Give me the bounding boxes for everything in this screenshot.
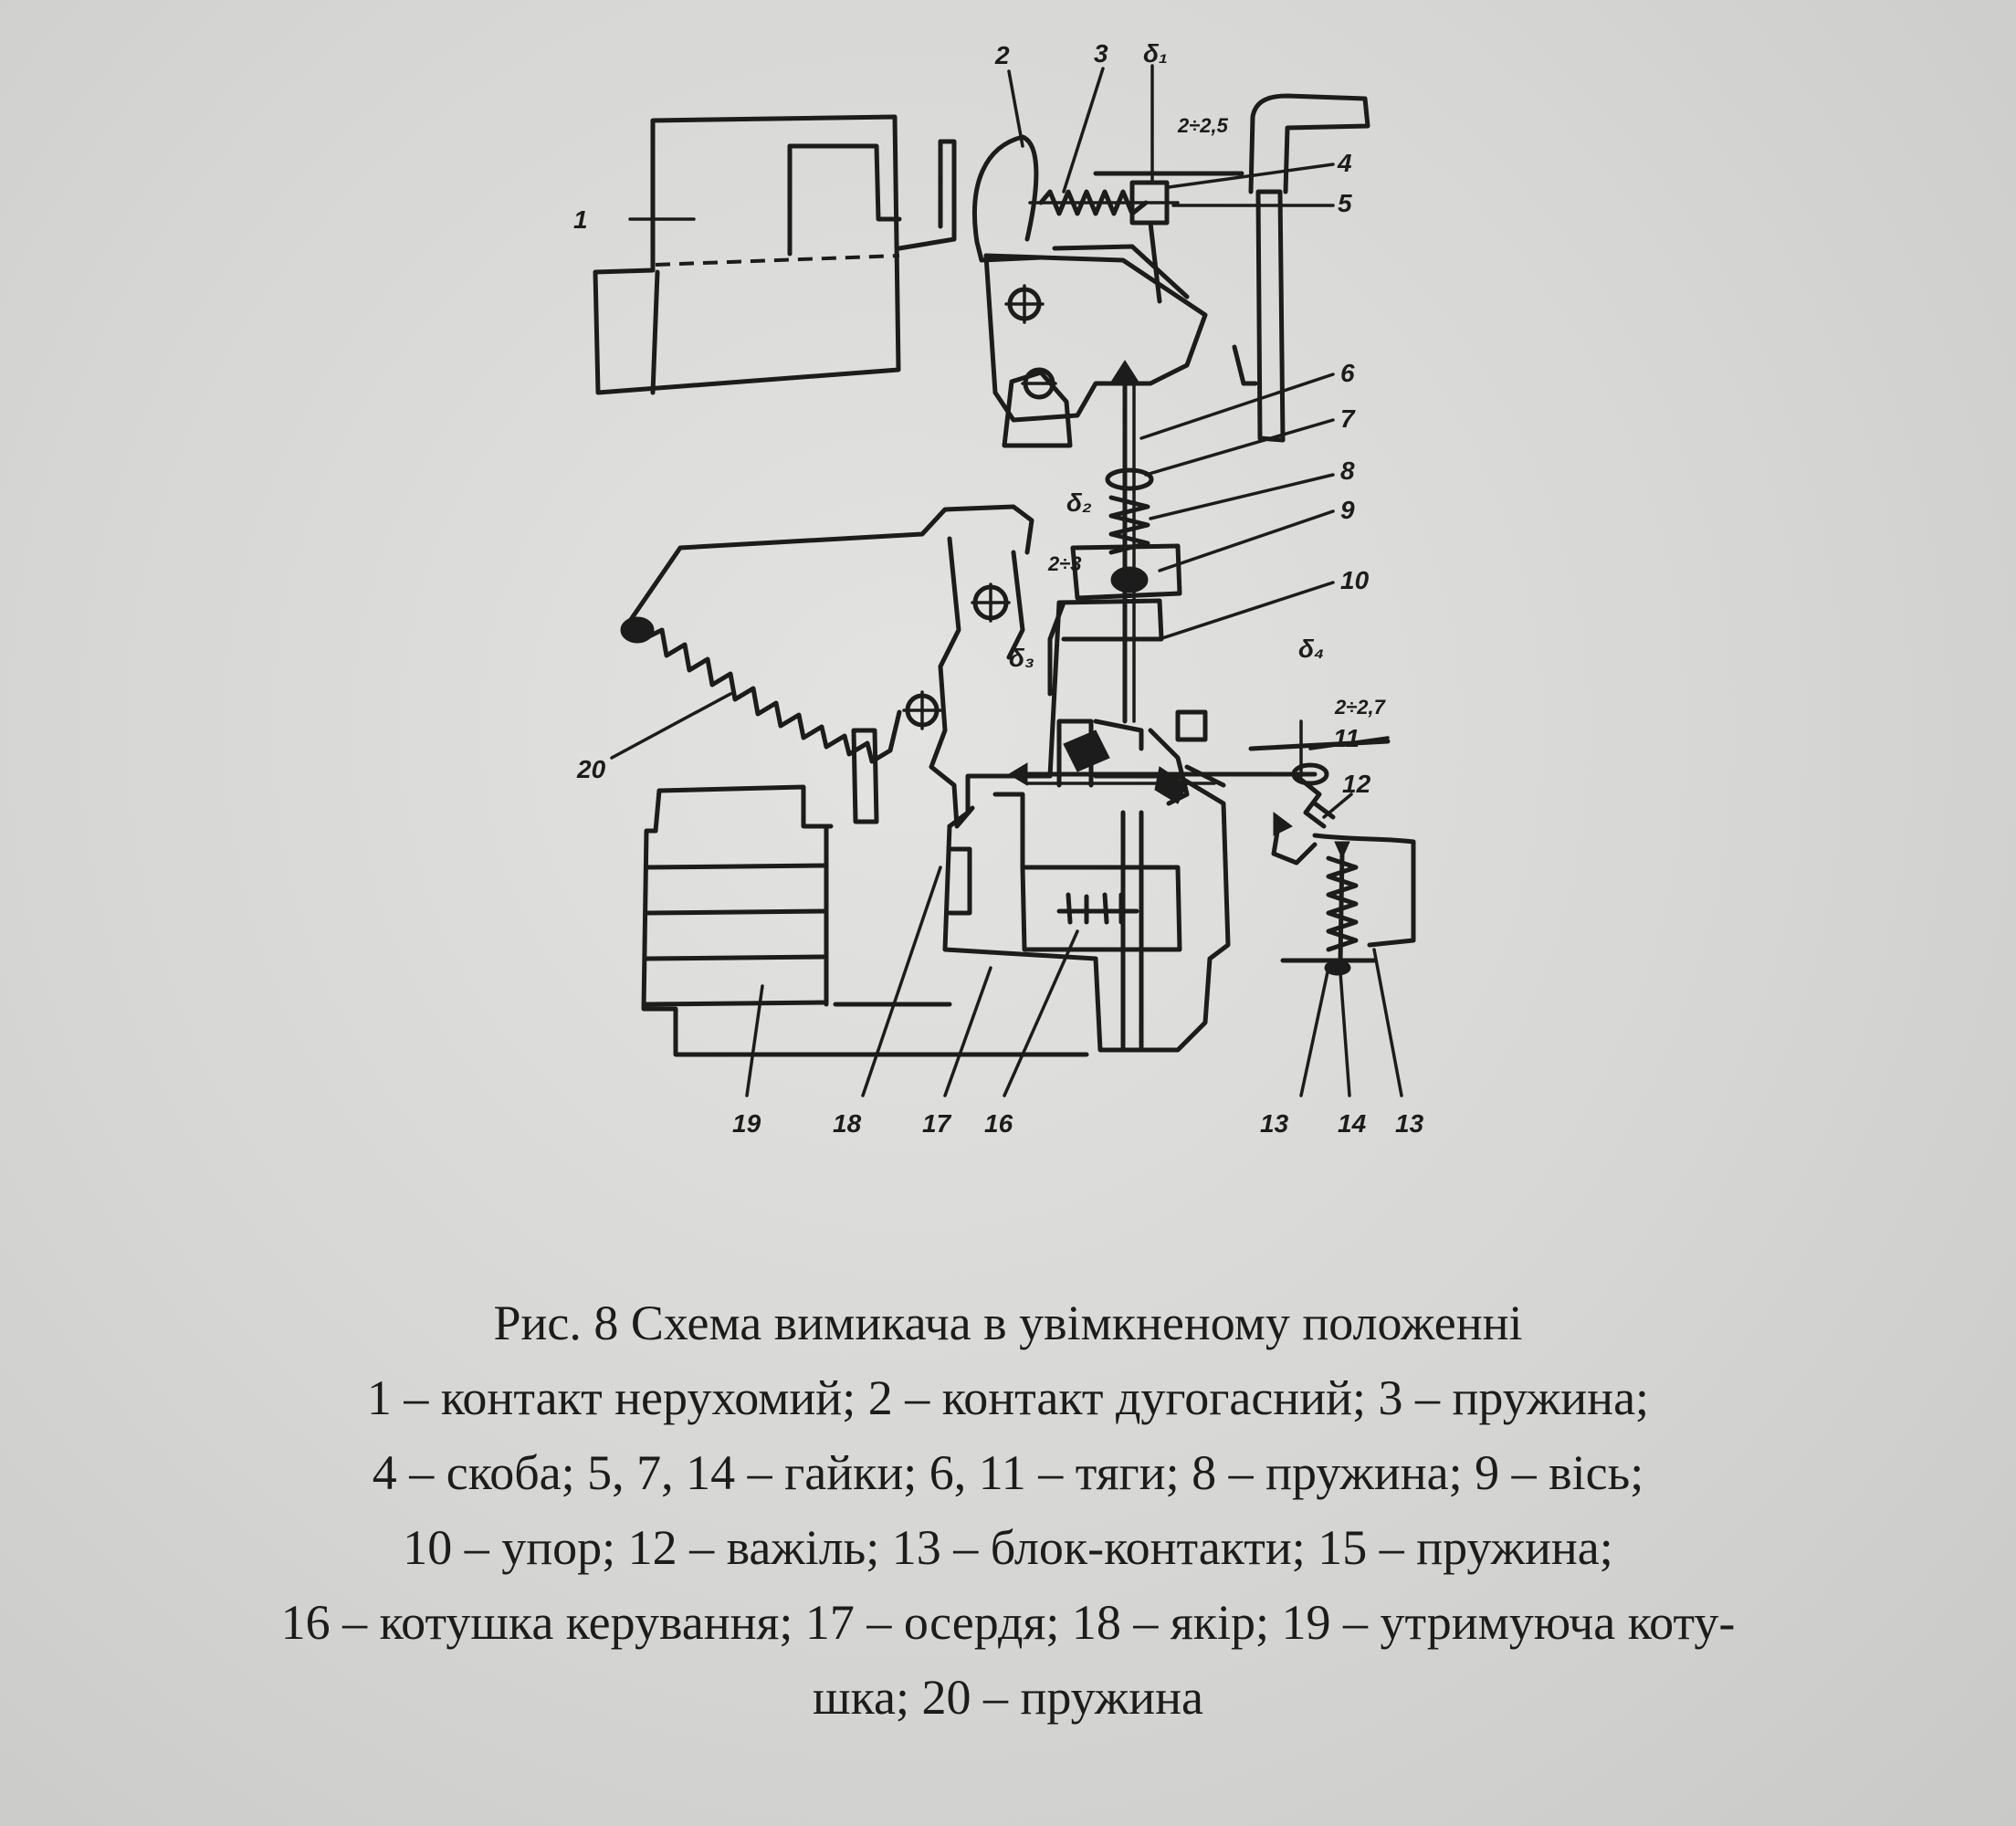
label-14: 14 bbox=[1338, 1109, 1367, 1138]
caption-legend-line-4: 16 – котушка керування; 17 – осердя; 18 … bbox=[280, 1595, 1736, 1650]
upper-lever-plate bbox=[983, 244, 1208, 448]
label-13a: 13 bbox=[1260, 1109, 1289, 1138]
caption-title: Рис. 8 Схема вимикача в увімкненому поло… bbox=[493, 1296, 1523, 1350]
lever-arm-20 bbox=[620, 504, 1034, 770]
central-frame bbox=[929, 600, 1231, 1053]
label-dim1: 2÷2,5 bbox=[1177, 114, 1229, 137]
label-6: 6 bbox=[1340, 359, 1355, 387]
label-20: 20 bbox=[576, 755, 606, 783]
label-1: 1 bbox=[573, 205, 588, 234]
label-d4: δ₄ bbox=[1298, 635, 1324, 663]
upper-spring bbox=[1028, 189, 1180, 216]
label-10: 10 bbox=[1340, 566, 1370, 594]
leader-lines bbox=[610, 64, 1403, 1097]
label-11: 11 bbox=[1333, 724, 1360, 752]
arc-contact bbox=[971, 134, 1044, 263]
rod-11 bbox=[1008, 719, 1391, 786]
right-bar bbox=[1232, 93, 1370, 443]
label-d1-top: δ₁ bbox=[1143, 39, 1168, 68]
label-16: 16 bbox=[984, 1109, 1013, 1138]
label-8: 8 bbox=[1340, 456, 1355, 485]
label-4: 4 bbox=[1337, 149, 1352, 177]
label-dim3: 2÷3 bbox=[1047, 552, 1082, 575]
label-7: 7 bbox=[1340, 404, 1356, 433]
breaker-diagram: 1 2 3 δ₁ 2÷2,5 4 5 6 7 8 9 10 δ₂ 2÷3 δ₃ … bbox=[573, 39, 1424, 1138]
label-12: 12 bbox=[1342, 770, 1371, 798]
label-13b: 13 bbox=[1395, 1109, 1424, 1138]
label-5: 5 bbox=[1338, 189, 1352, 217]
diagram-labels: 1 2 3 δ₁ 2÷2,5 4 5 6 7 8 9 10 δ₂ 2÷3 δ₃ … bbox=[573, 39, 1424, 1138]
label-19: 19 bbox=[732, 1109, 761, 1138]
bracket-nut bbox=[1093, 171, 1244, 304]
label-d2: δ₂ bbox=[1066, 488, 1092, 517]
caption-legend-line-5: шка; 20 – пружина bbox=[812, 1670, 1204, 1725]
control-coil bbox=[947, 792, 1182, 952]
label-2: 2 bbox=[994, 41, 1010, 69]
figure-caption: Рис. 8 Схема вимикача в увімкненому поло… bbox=[27, 1286, 1989, 1735]
fixed-contact bbox=[593, 114, 957, 395]
label-3: 3 bbox=[1094, 39, 1108, 68]
caption-legend-line-2: 4 – скоба; 5, 7, 14 – гайки; 6, 11 – тяг… bbox=[372, 1445, 1644, 1500]
label-18: 18 bbox=[833, 1109, 862, 1138]
label-17: 17 bbox=[922, 1109, 952, 1138]
caption-legend-line-1: 1 – контакт нерухомий; 2 – контакт дугог… bbox=[366, 1370, 1650, 1425]
label-d3: δ₃ bbox=[1009, 644, 1034, 672]
label-dim2: 2÷2,7 bbox=[1334, 696, 1387, 719]
label-9: 9 bbox=[1340, 496, 1355, 524]
caption-legend-line-3: 10 – упор; 12 – важіль; 13 – блок-контак… bbox=[403, 1520, 1613, 1575]
rod-6 bbox=[1109, 360, 1140, 724]
block-contacts bbox=[1280, 833, 1416, 976]
rod-spring bbox=[1105, 467, 1154, 593]
lever-12 bbox=[1271, 773, 1336, 866]
